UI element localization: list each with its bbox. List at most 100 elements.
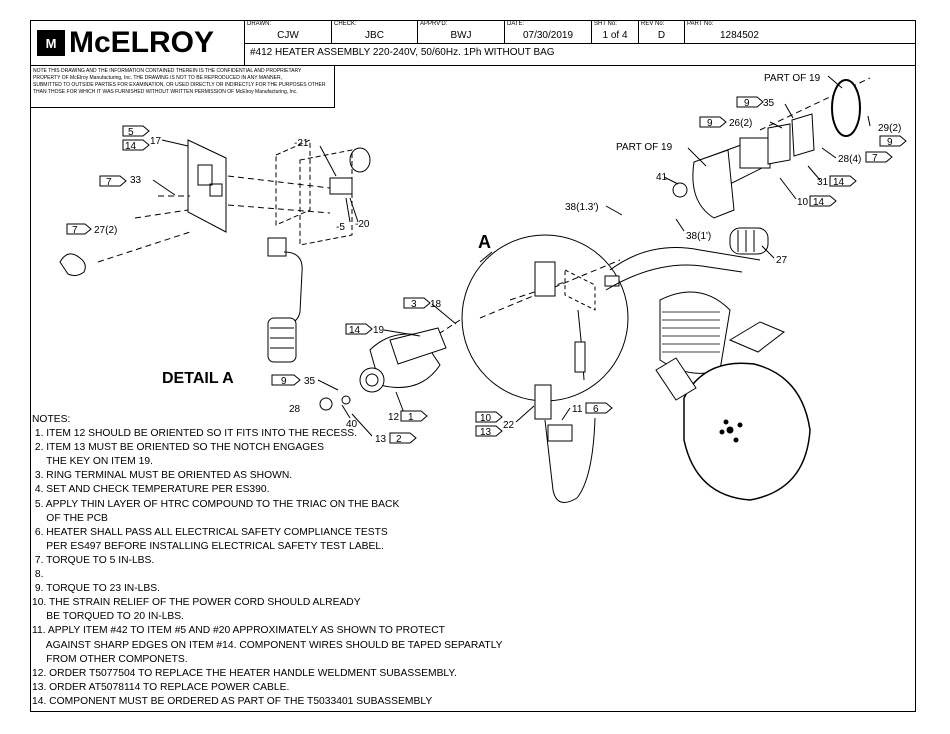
callout: -21 (294, 138, 309, 149)
logo-wordmark: McELROY (69, 26, 215, 59)
rev-label: REV No: (641, 21, 665, 27)
pcb-plate (187, 139, 227, 233)
title-block: DRAWN: CJW CHECK: JBC APPRV'D: BWJ DATE:… (244, 21, 916, 43)
callout: 35 (304, 376, 316, 387)
sheet-cell: SHT No: 1 of 4 (591, 21, 638, 43)
rev-cell: REV No: D (638, 21, 684, 43)
drawing-title: #412 HEATER ASSEMBLY 220-240V, 50/60Hz. … (250, 47, 555, 58)
callout: 10 (480, 413, 492, 424)
callout: 41 (656, 172, 668, 183)
callout: 9 (281, 376, 287, 387)
note-line: 7. TORQUE TO 5 IN-LBS. (32, 554, 155, 566)
note-line: 5. APPLY THIN LAYER OF HTRC COMPOUND TO … (32, 498, 400, 510)
mcelroy-logo: M McELROY (31, 21, 243, 65)
note-line: PER ES497 BEFORE INSTALLING ELECTRICAL S… (32, 540, 384, 552)
callout: 7 (72, 225, 78, 236)
note-line: BE TORQUED TO 20 IN-LBS. (32, 611, 185, 623)
date-cell: DATE: 07/30/2019 (504, 21, 591, 43)
note-line: AGAINST SHARP EDGES ON ITEM #14. COMPONE… (32, 639, 503, 651)
note-line: 8. (32, 569, 44, 581)
callout: 28(4) (838, 154, 861, 165)
title-divider-h2 (31, 65, 916, 66)
sheet-value: 1 of 4 (602, 30, 628, 41)
callout: 17 (150, 136, 162, 147)
callout: 5 (128, 127, 134, 138)
title-divider-h1 (244, 43, 916, 44)
apprvd-label: APPRV'D: (420, 21, 448, 27)
callout: 33 (130, 175, 142, 186)
callout: 28 (289, 404, 301, 415)
callout: 14 (349, 325, 361, 336)
conf-divider-h (31, 107, 335, 108)
callout: 18 (430, 299, 442, 310)
note-line: 2. ITEM 13 MUST BE ORIENTED SO THE NOTCH… (32, 442, 324, 454)
callout: 40 (346, 419, 358, 430)
rev-value: D (657, 30, 666, 41)
logo-mark: M (37, 30, 65, 56)
callout: 10 (797, 197, 809, 208)
callout: 2 (396, 434, 402, 445)
callout: 22 (503, 420, 515, 431)
note-line: 9. TORQUE TO 23 IN-LBS. (32, 583, 160, 595)
detail-a-marker: A (478, 232, 491, 252)
date-label: DATE: (507, 21, 525, 27)
note-line: 10. THE STRAIN RELIEF OF THE POWER CORD … (32, 597, 361, 609)
part-value: 1284502 (720, 30, 759, 41)
drawing-border (30, 20, 916, 712)
sheet-label: SHT No: (594, 21, 617, 27)
conf-line: NOTE THIS DRAWING AND THE INFORMATION CO… (33, 68, 302, 74)
part-cell: PART No: 1284502 (684, 21, 916, 43)
drawn-value: CJW (277, 30, 299, 41)
callout: 1 (408, 412, 414, 423)
callout: 9 (744, 98, 750, 109)
callout: 14 (125, 141, 137, 152)
callout: -20 (355, 219, 370, 230)
callout: PART OF 19 (764, 73, 821, 84)
note-line: FROM OTHER COMPONETS. (32, 653, 188, 665)
note-line: 12. ORDER T5077504 TO REPLACE THE HEATER… (32, 667, 457, 679)
note-line: OF THE PCB (32, 512, 108, 524)
note-line: 14. COMPONENT MUST BE ORDERED AS PART OF… (32, 695, 433, 707)
callout: 27 (776, 255, 788, 266)
callout: 35 (763, 98, 775, 109)
callout: 38(1') (686, 231, 711, 242)
note-line: THE KEY ON ITEM 19. (32, 456, 153, 468)
callout: 38(1.3') (565, 202, 599, 213)
note-line: 13. ORDER AT5078114 TO REPLACE POWER CAB… (32, 681, 290, 693)
note-line: 3. RING TERMINAL MUST BE ORIENTED AS SHO… (32, 470, 293, 482)
part-label: PART No: (687, 21, 714, 27)
detail-a-circle (461, 234, 629, 402)
callout: -5 (336, 222, 345, 233)
check-label: CHECK: (334, 21, 357, 27)
callout: 12 (388, 412, 400, 423)
callout: 27(2) (94, 225, 117, 236)
conf-line: THAN THOSE FOR WHICH IT WAS FURNISHED WI… (33, 89, 298, 95)
callout: 11 (572, 404, 583, 415)
callout: 19 (373, 325, 385, 336)
apprvd-cell: APPRV'D: BWJ (417, 21, 504, 43)
callout: 26(2) (729, 118, 752, 129)
callout: 7 (106, 177, 112, 188)
callout: 14 (833, 177, 845, 188)
date-value: 07/30/2019 (522, 30, 574, 41)
note-line: 4. SET AND CHECK TEMPERATURE PER ES390. (32, 484, 270, 496)
confidential-notice: NOTE THIS DRAWING AND THE INFORMATION CO… (33, 68, 333, 96)
pcb-component (209, 183, 223, 197)
callout: 9 (707, 118, 713, 129)
detail-a-title: DETAIL A (162, 370, 234, 387)
note-line: 11. APPLY ITEM #42 TO ITEM #5 AND #20 AP… (32, 625, 445, 637)
callout: 7 (872, 153, 878, 164)
apprvd-value: BWJ (450, 30, 472, 41)
callout: 13 (480, 427, 492, 438)
detail-arrow (479, 251, 493, 263)
callout: 29(2) (878, 123, 901, 134)
callout: 6 (593, 404, 599, 415)
callout: 3 (411, 299, 417, 310)
notes-title: NOTES: (32, 414, 71, 425)
callout: PART OF 19 (616, 142, 673, 153)
check-cell: CHECK: JBC (331, 21, 417, 43)
drawn-label: DRAWN: (247, 21, 272, 27)
check-value: JBC (365, 30, 384, 41)
callout: 9 (887, 137, 893, 148)
